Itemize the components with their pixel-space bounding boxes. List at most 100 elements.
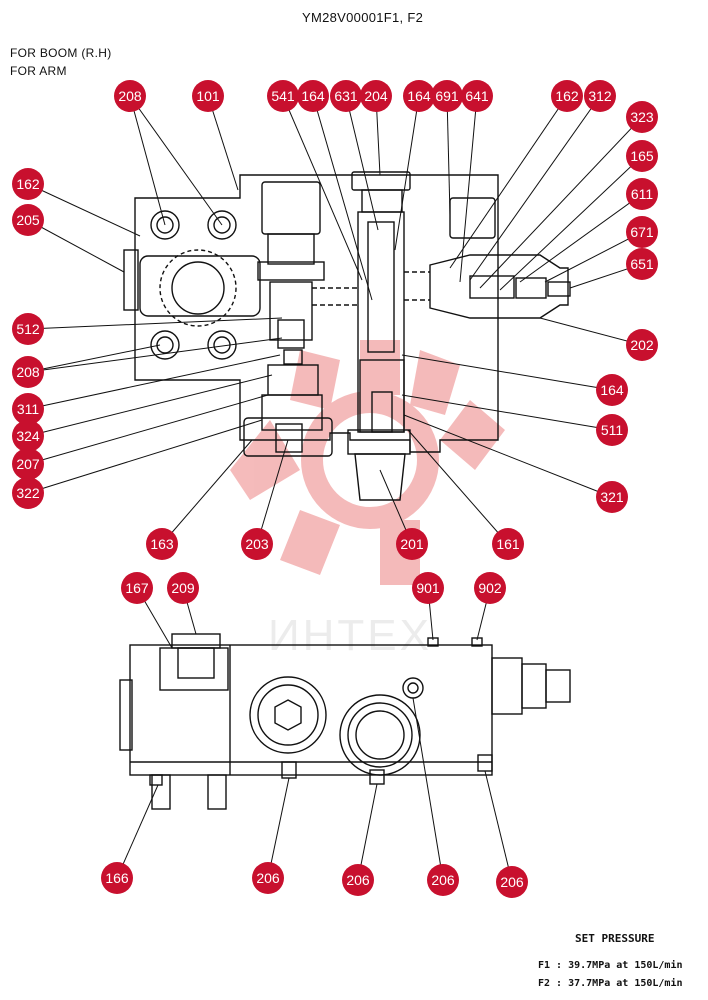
callout-badge bbox=[596, 374, 628, 406]
callout-161: 161 bbox=[492, 528, 524, 560]
note-arm: FOR ARM bbox=[10, 64, 67, 78]
callout-206: 206 bbox=[496, 866, 528, 898]
leader-line-101 bbox=[207, 95, 239, 191]
leader-line-312 bbox=[469, 95, 601, 281]
callout-label: 162 bbox=[16, 176, 40, 192]
callout-541: 541 bbox=[267, 80, 299, 112]
leader-line-512 bbox=[27, 317, 283, 330]
callout-324: 324 bbox=[12, 420, 44, 452]
leader-line-208 bbox=[27, 344, 161, 373]
callout-badge bbox=[427, 864, 459, 896]
callout-162: 162 bbox=[551, 80, 583, 112]
callout-badge bbox=[146, 528, 178, 560]
callout-badge bbox=[626, 329, 658, 361]
callout-badge bbox=[101, 862, 133, 894]
callout-label: 167 bbox=[125, 580, 149, 596]
callout-label: 323 bbox=[630, 109, 654, 125]
callout-641: 641 bbox=[461, 80, 493, 112]
callout-label: 631 bbox=[334, 88, 358, 104]
callout-badge bbox=[360, 80, 392, 112]
callout-label: 641 bbox=[465, 88, 489, 104]
callout-206: 206 bbox=[252, 862, 284, 894]
leader-line-671 bbox=[544, 231, 643, 283]
leader-line-206 bbox=[484, 770, 513, 883]
callout-badge bbox=[412, 572, 444, 604]
leader-line-208 bbox=[27, 337, 283, 373]
callout-203: 203 bbox=[241, 528, 273, 560]
callout-badge bbox=[342, 864, 374, 896]
callout-902: 902 bbox=[474, 572, 506, 604]
callout-162: 162 bbox=[12, 168, 44, 200]
callout-165: 165 bbox=[626, 140, 658, 172]
callout-badge bbox=[626, 216, 658, 248]
callout-badge bbox=[403, 80, 435, 112]
diagram-title: YM28V00001F1, F2 bbox=[302, 10, 424, 25]
callout-badge bbox=[626, 101, 658, 133]
callout-164: 164 bbox=[403, 80, 435, 112]
callout-671: 671 bbox=[626, 216, 658, 248]
callout-164: 164 bbox=[297, 80, 329, 112]
upper-assembly-cross-section bbox=[123, 171, 571, 501]
callout-label: 321 bbox=[600, 489, 624, 505]
callout-label: 163 bbox=[150, 536, 174, 552]
callout-label: 311 bbox=[17, 401, 40, 417]
leader-line-166 bbox=[116, 784, 159, 879]
callout-label: 203 bbox=[245, 536, 269, 552]
leader-line-206 bbox=[267, 777, 290, 879]
callout-label: 164 bbox=[407, 88, 431, 104]
callout-label: 671 bbox=[630, 224, 654, 240]
callout-label: 205 bbox=[16, 212, 40, 228]
callout-badge bbox=[114, 80, 146, 112]
leader-line-202 bbox=[539, 317, 643, 346]
callout-badge bbox=[241, 528, 273, 560]
callout-207: 207 bbox=[12, 448, 44, 480]
leader-line-208 bbox=[129, 95, 166, 226]
callout-label: 691 bbox=[435, 88, 459, 104]
note-boom: FOR BOOM (R.H) bbox=[10, 46, 112, 60]
callout-badge bbox=[12, 313, 44, 345]
callout-label: 162 bbox=[555, 88, 579, 104]
lower-assembly-side-view bbox=[119, 633, 571, 810]
callout-201: 201 bbox=[396, 528, 428, 560]
callout-badge bbox=[12, 393, 44, 425]
leader-line-162 bbox=[449, 95, 568, 269]
leader-line-165 bbox=[499, 155, 643, 291]
callout-label: 164 bbox=[600, 382, 624, 398]
callout-badge bbox=[12, 420, 44, 452]
callout-badge bbox=[492, 528, 524, 560]
callout-322: 322 bbox=[12, 477, 44, 509]
callout-badge bbox=[12, 477, 44, 509]
callout-209: 209 bbox=[167, 572, 199, 604]
callout-label: 541 bbox=[271, 88, 295, 104]
leader-line-322 bbox=[27, 419, 263, 494]
callout-323: 323 bbox=[626, 101, 658, 133]
leader-line-206 bbox=[412, 697, 444, 881]
callout-206: 206 bbox=[427, 864, 459, 896]
callout-label: 206 bbox=[500, 874, 524, 890]
callout-badge bbox=[584, 80, 616, 112]
callout-label: 209 bbox=[171, 580, 195, 596]
callout-label: 206 bbox=[256, 870, 280, 886]
callout-label: 901 bbox=[416, 580, 440, 596]
callout-badge bbox=[12, 356, 44, 388]
callout-631: 631 bbox=[330, 80, 362, 112]
callout-badge bbox=[12, 204, 44, 236]
leader-line-206 bbox=[357, 783, 378, 881]
callout-badge bbox=[461, 80, 493, 112]
callout-badge bbox=[626, 178, 658, 210]
callout-205: 205 bbox=[12, 204, 44, 236]
callout-label: 208 bbox=[118, 88, 142, 104]
leader-line-323 bbox=[479, 116, 643, 289]
callout-691: 691 bbox=[431, 80, 463, 112]
callout-badge bbox=[496, 866, 528, 898]
callout-167: 167 bbox=[121, 572, 153, 604]
watermark-text: ИНТЕХ bbox=[268, 611, 432, 660]
callout-badge bbox=[626, 140, 658, 172]
callout-511: 511 bbox=[596, 414, 628, 446]
leader-line-203 bbox=[256, 439, 289, 545]
callout-label: 165 bbox=[630, 148, 654, 164]
callout-badge bbox=[396, 528, 428, 560]
callout-badge bbox=[626, 248, 658, 280]
leader-line-164 bbox=[394, 95, 420, 251]
